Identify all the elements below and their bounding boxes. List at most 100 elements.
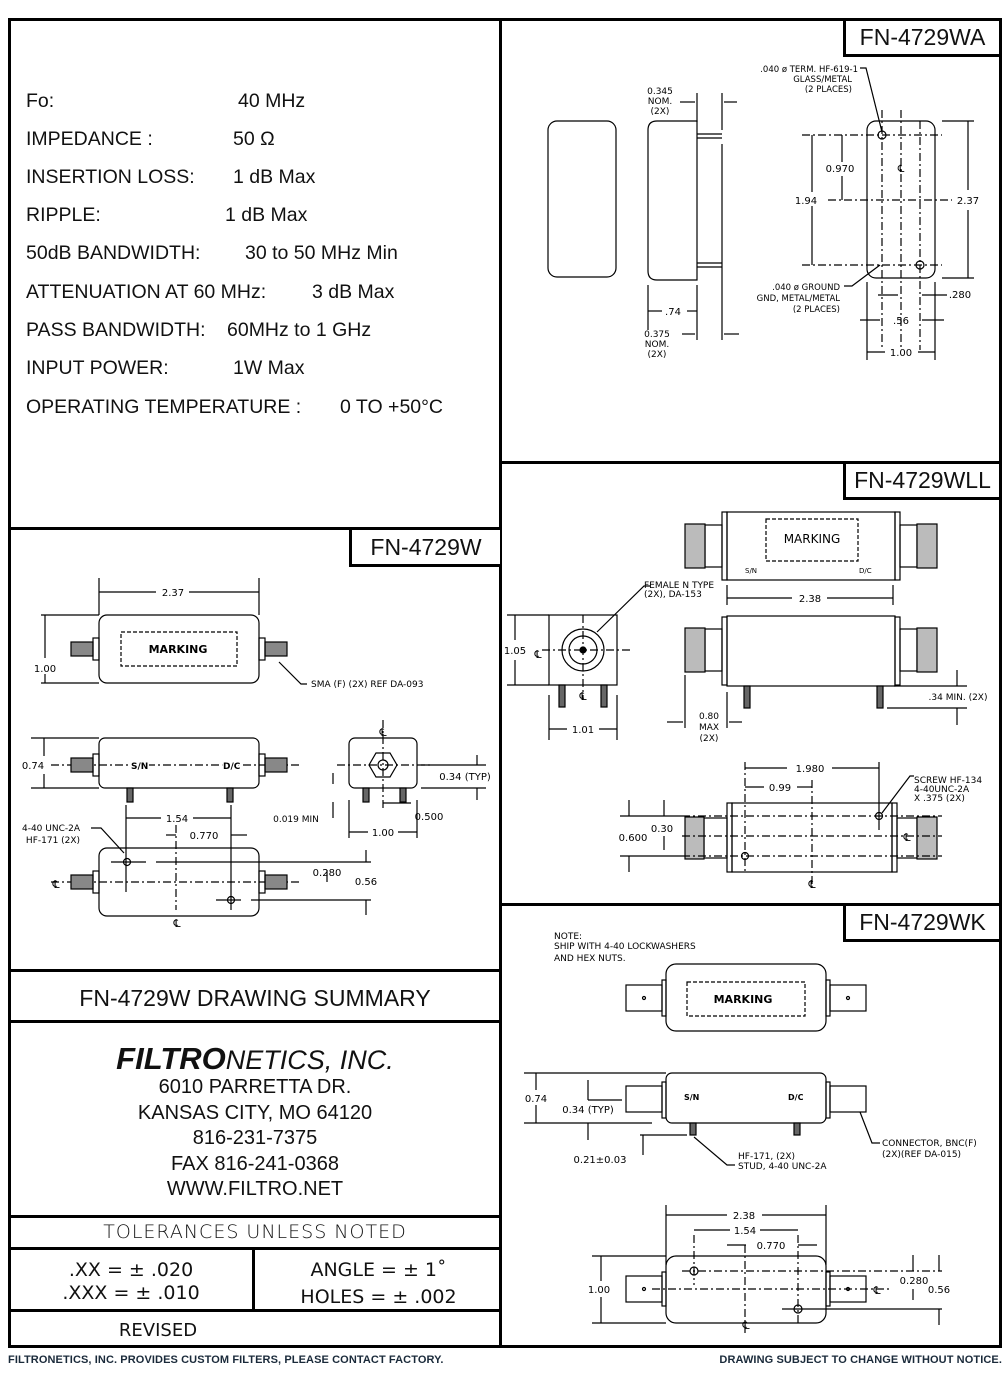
svg-text:AND HEX NUTS.: AND HEX NUTS. [554, 954, 626, 964]
revised-label: REVISED [118, 1320, 198, 1341]
wa-dim-spacing: .56 [893, 316, 909, 327]
wa-dim-width: 1.00 [890, 348, 912, 359]
company-website: WWW.FILTRO.NET [166, 1178, 344, 1200]
w-dim-height: 0.74 [22, 761, 44, 772]
wll-dim-screw-span: 1.980 [796, 764, 825, 775]
svg-text:℄: ℄ [578, 690, 586, 703]
wa-note-ground: .040 ø GROUND [772, 283, 840, 293]
model-tag-wa: FN-4729WA [843, 21, 999, 57]
w-sma-left [70, 641, 94, 657]
drawing-wll: MARKING S/N D/C 2.38 0.80 MAX (2X) .34 M… [504, 511, 988, 891]
divider-wa [499, 461, 1002, 464]
wa-dim-pin-top: 0.345 [647, 87, 673, 97]
svg-text:HF-171 (2X): HF-171 (2X) [26, 836, 80, 846]
wa-dim-depth: .74 [665, 307, 681, 318]
wll-stud [743, 685, 751, 709]
divider-tol-title [8, 1247, 502, 1250]
company-city: KANSAS CITY, MO 64120 [137, 1101, 373, 1124]
model-tag-w: FN-4729W [349, 530, 500, 567]
wa-dim-length: 2.37 [957, 196, 979, 207]
spec-value: 1 dB Max [225, 204, 308, 226]
w-dim-end-height: 0.34 (TYP) [439, 772, 491, 783]
wk-hole [689, 1266, 699, 1276]
w-marking-box [120, 631, 238, 667]
wa-side-view [647, 120, 698, 281]
wll-note-screw: SCREW HF-134 [914, 776, 982, 786]
svg-text:(2X): (2X) [651, 107, 670, 117]
summary-title: FN-4729W DRAWING SUMMARY [79, 985, 431, 1011]
w-note-stud: 4-40 UNC-2A [22, 824, 81, 834]
wa-dim-pin-span: 1.94 [795, 196, 817, 207]
wll-centerline: ℄ [533, 648, 541, 661]
spec-value: 60MHz to 1 GHz [227, 319, 372, 341]
spec-label: Fo: [26, 90, 55, 112]
wk-stud [689, 1122, 697, 1136]
spec-label: PASS BANDWIDTH: [26, 319, 206, 341]
svg-text:(2 PLACES): (2 PLACES) [805, 85, 852, 95]
w-stud [126, 787, 134, 803]
drawing-wa: 0.345 NOM. (2X) .74 0.375 NOM. (2X) 2.37… [547, 65, 979, 360]
svg-text:MAX: MAX [699, 723, 719, 733]
footer-left: FILTRONETICS, INC. PROVIDES CUSTOM FILTE… [8, 1354, 444, 1366]
divider-company [8, 1215, 502, 1218]
svg-text:GLASS/METAL: GLASS/METAL [793, 75, 852, 85]
wk-dim-width: 1.00 [588, 1285, 610, 1296]
company-name: FILTRONETICS, INC. [8, 1041, 502, 1076]
w-note-sma: SMA (F) (2X) REF DA-093 [311, 680, 423, 690]
wll-dim-length: 2.38 [799, 594, 821, 605]
w-dim-hole-offset: 0.280 [313, 868, 342, 879]
svg-text:NOM.: NOM. [648, 97, 672, 107]
wll-dim-spacing: 0.600 [619, 833, 648, 844]
wll-note-ntype: FEMALE N TYPE [644, 581, 714, 591]
svg-text:(2X): (2X) [648, 350, 667, 360]
tolerance-holes: HOLES = ± .002 [300, 1286, 457, 1308]
w-dim-hole-spacing: 0.56 [355, 877, 377, 888]
wk-dim-hole-spacing: 0.56 [928, 1285, 950, 1296]
spec-label: INSERTION LOSS: [26, 166, 195, 188]
wk-dim-stud-offset: 0.770 [757, 1241, 786, 1252]
svg-text:(2X): (2X) [700, 734, 719, 744]
w-dim-stud-offset: 0.770 [190, 831, 219, 842]
wll-dc: D/C [859, 567, 872, 575]
drawing-frame [8, 18, 1002, 1348]
spec-label: INPUT POWER: [26, 357, 169, 379]
svg-text:STUD, 4-40 UNC-2A: STUD, 4-40 UNC-2A [738, 1162, 827, 1172]
w-dc: D/C [223, 762, 241, 772]
company-block: FILTRONETICS, INC. 6010 PARRETTA DR. KAN… [8, 1041, 502, 1203]
svg-text:℄: ℄ [902, 831, 910, 844]
wk-dim-stud-spacing: 1.54 [734, 1226, 756, 1237]
wk-note: NOTE: [554, 932, 582, 942]
wll-side-view [726, 615, 896, 687]
company-phone: 816-231-7375 [192, 1127, 318, 1149]
tolerance-xx: .XX = ± .020 [68, 1259, 194, 1281]
tolerance-xxx: .XXX = ± .010 [62, 1282, 200, 1304]
wa-dim-pin-bot: 0.375 [644, 330, 670, 340]
wll-dim-stud: .34 MIN. (2X) [929, 693, 988, 703]
svg-text:X .375 (2X): X .375 (2X) [914, 794, 965, 804]
company-name-bold: FILTRO [116, 1041, 226, 1076]
footer-right: DRAWING SUBJECT TO CHANGE WITHOUT NOTICE… [719, 1354, 1002, 1366]
wll-dim-width: 1.01 [572, 725, 594, 736]
drawing-w: 2.37 MARKING 1.00 SMA (F) (2X) REF DA-09… [22, 578, 491, 930]
svg-text:℄: ℄ [378, 726, 386, 739]
svg-text:(2 PLACES): (2 PLACES) [793, 305, 840, 315]
spec-value: 1 dB Max [233, 166, 316, 188]
svg-text:(2X), DA-153: (2X), DA-153 [644, 590, 702, 600]
svg-text:SHIP WITH 4-40 LOCKWASHERS: SHIP WITH 4-40 LOCKWASHERS [554, 942, 696, 952]
wk-dim-hole-offset: 0.280 [900, 1276, 929, 1287]
drawing-wk: NOTE: SHIP WITH 4-40 LOCKWASHERS AND HEX… [524, 932, 977, 1333]
divider-summary [8, 1020, 502, 1023]
center-divider [499, 18, 502, 1348]
w-sn: S/N [131, 762, 148, 772]
w-dim-width: 1.00 [34, 664, 56, 675]
wk-note-bnc: CONNECTOR, BNC(F) [882, 1139, 977, 1149]
model-tag-wk: FN-4729WK [843, 906, 999, 942]
spec-value: 50 Ω [233, 128, 275, 150]
wll-dim-conn: 0.80 [699, 712, 719, 722]
wk-sn: S/N [684, 1093, 699, 1102]
wll-screw [874, 811, 884, 821]
w-dim-clearance: 0.019 MIN [273, 815, 319, 825]
spec-label: IMPEDANCE : [26, 128, 153, 150]
wk-dim-length: 2.38 [733, 1211, 755, 1222]
tolerance-angle: ANGLE = ± 1˚ [310, 1259, 447, 1281]
